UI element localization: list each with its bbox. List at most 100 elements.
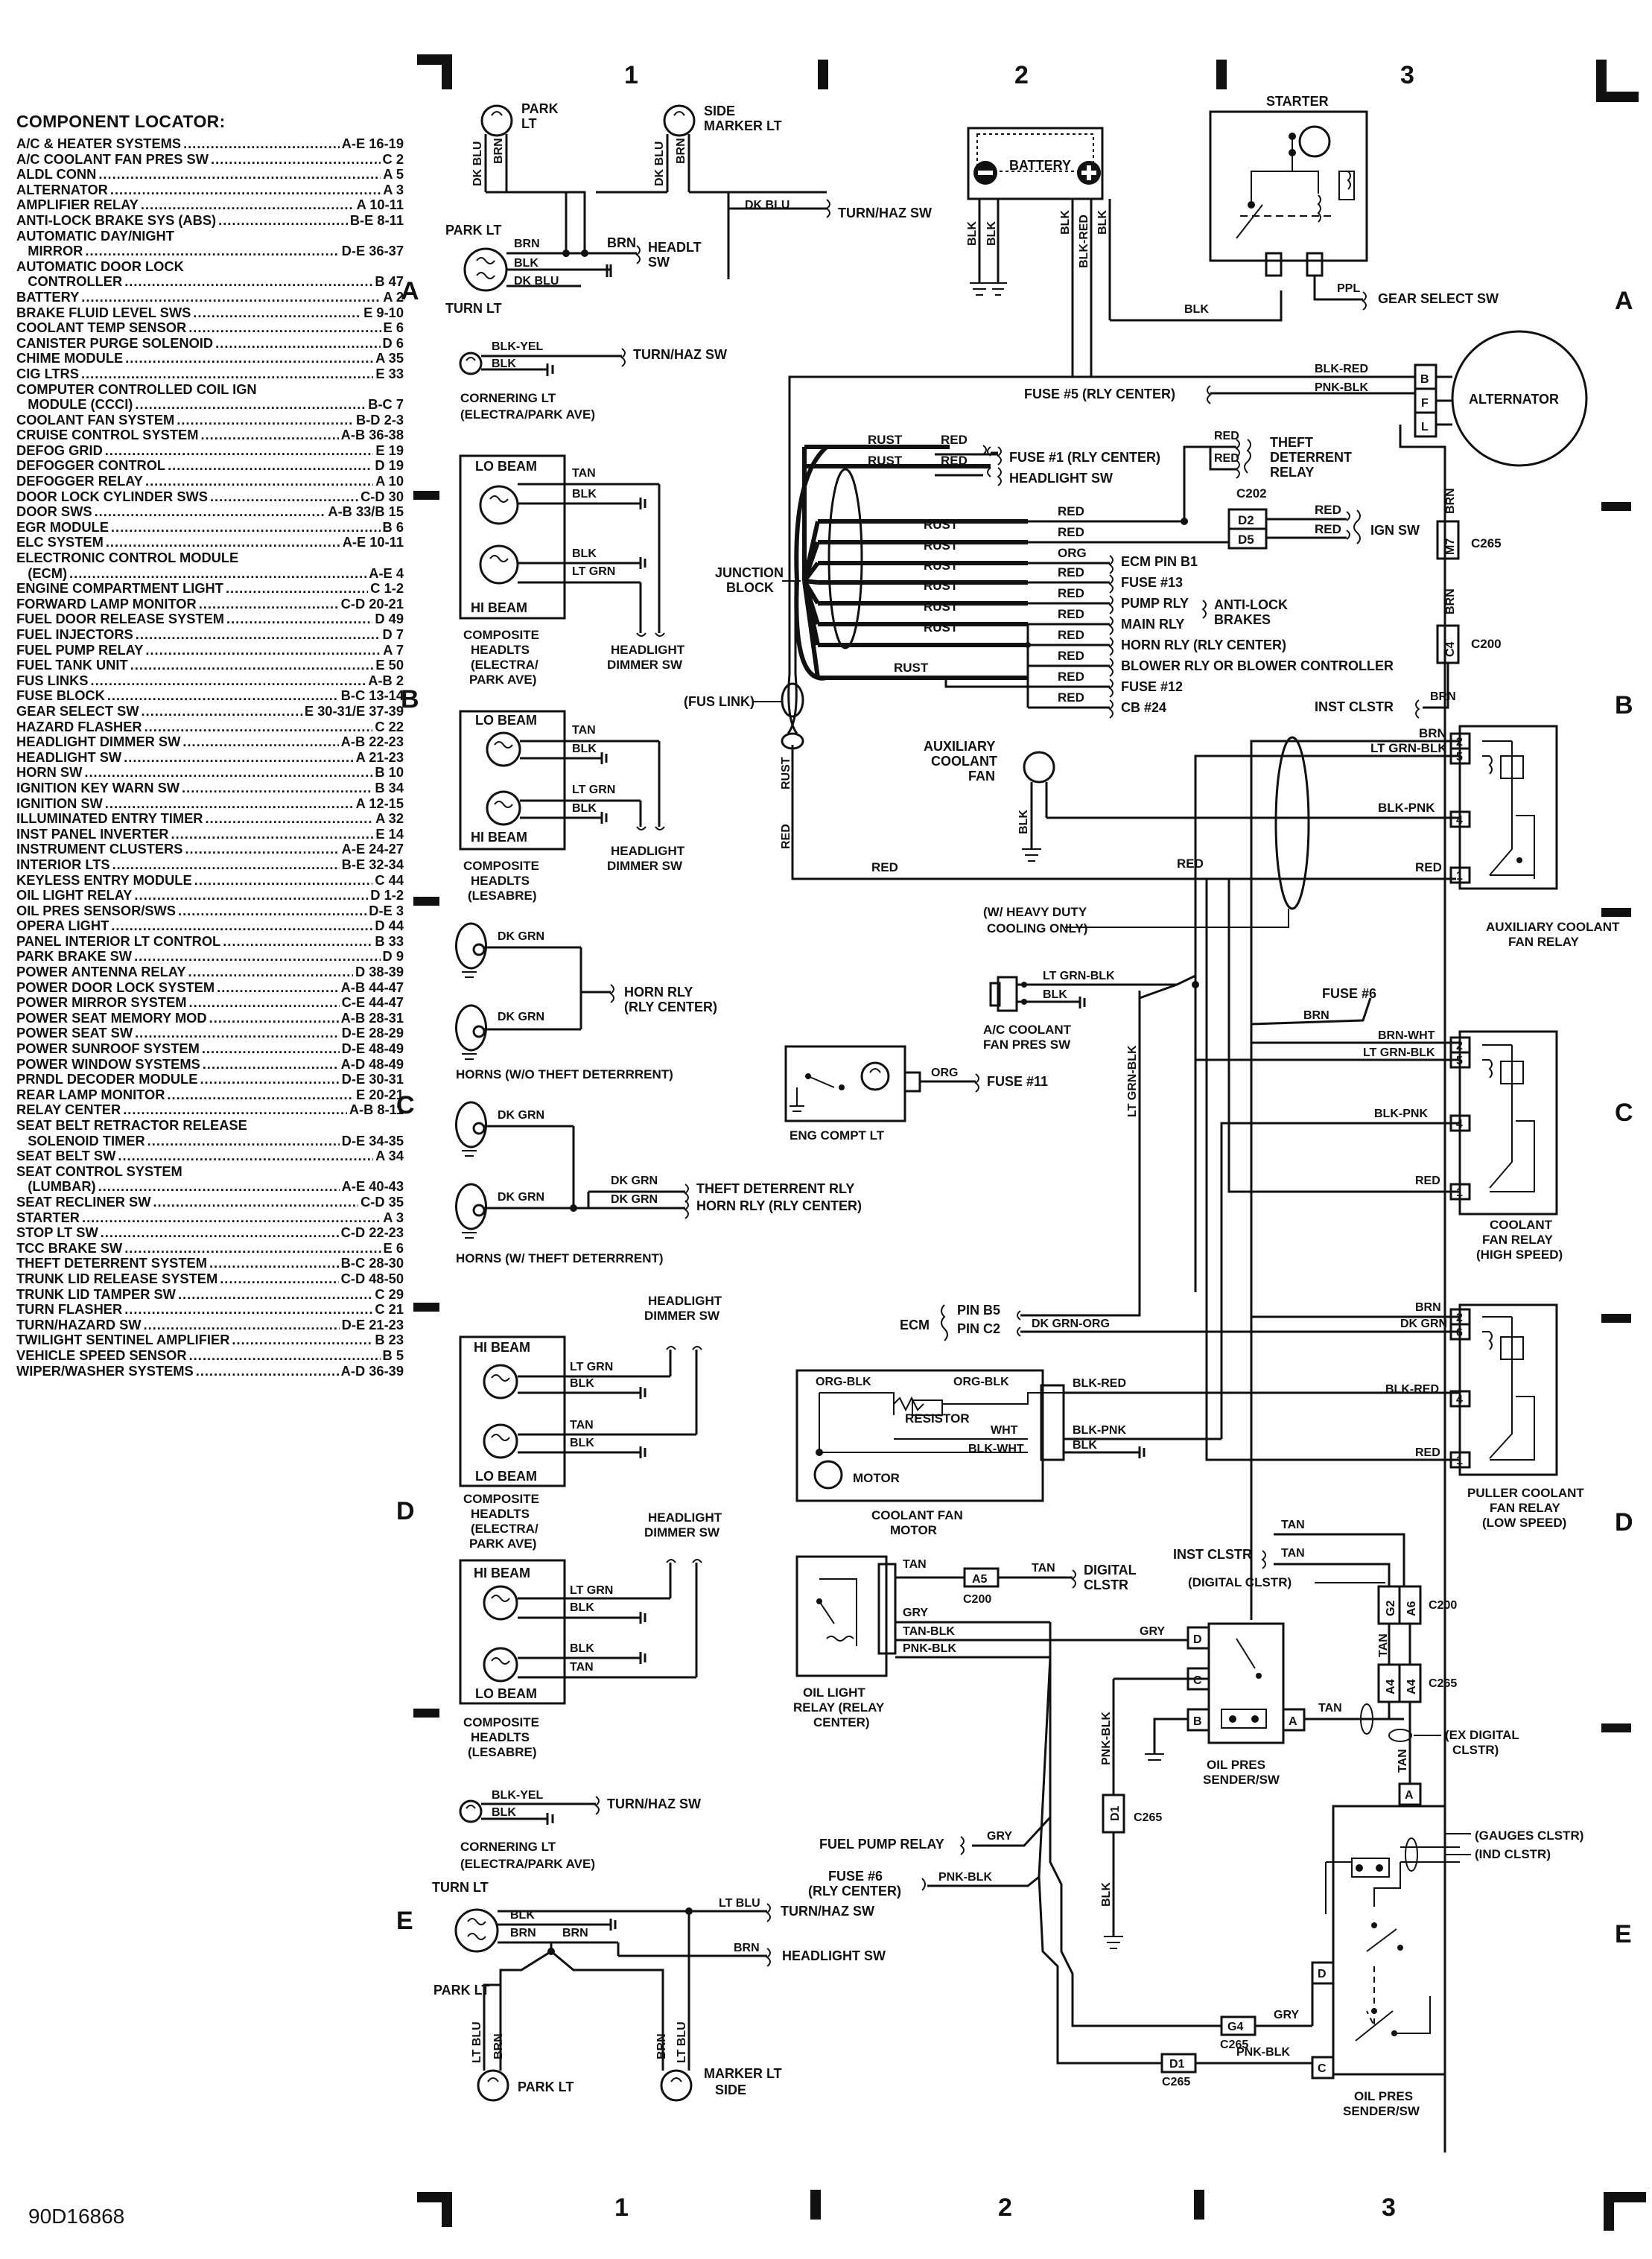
svg-text:BLK: BLK — [1043, 988, 1067, 1001]
svg-text:DIMMER SW: DIMMER SW — [644, 1309, 720, 1323]
locator-row: SEAT CONTROL SYSTEM — [16, 1163, 404, 1180]
svg-text:C265: C265 — [1162, 2076, 1190, 2088]
svg-text:GRY: GRY — [1140, 1625, 1165, 1638]
svg-text:C265: C265 — [1429, 1677, 1457, 1690]
locator-grid-code: E 6 — [383, 1239, 404, 1256]
svg-text:TAN: TAN — [572, 724, 596, 737]
locator-component-name: PRNDL DECODER MODULE — [16, 1071, 198, 1087]
svg-text:OIL LIGHT: OIL LIGHT — [803, 1685, 865, 1700]
svg-text:HI BEAM: HI BEAM — [474, 1340, 530, 1355]
figure-id: 90D16868 — [28, 2205, 125, 2228]
svg-text:DK GRN: DK GRN — [498, 1011, 544, 1023]
locator-grid-code: A-B 22-23 — [340, 734, 404, 750]
svg-text:A4: A4 — [1385, 1679, 1397, 1694]
locator-grid-code: A 10-11 — [356, 197, 404, 213]
svg-text:LT GRN: LT GRN — [570, 1584, 613, 1597]
locator-grid-code: D-E 36-37 — [341, 243, 404, 259]
locator-component-name: CHIME MODULE — [16, 350, 124, 366]
row-label-d-right: D — [1615, 1508, 1633, 1537]
svg-text:RUST: RUST — [924, 600, 959, 614]
locator-row: FUEL INJECTORSD 7 — [16, 626, 404, 643]
svg-text:PNK-BLK: PNK-BLK — [1236, 2046, 1290, 2059]
grid-frame: 1 2 3 1 2 3 A B C D E A B C D E — [396, 54, 1646, 2231]
svg-text:C265: C265 — [1220, 2039, 1248, 2051]
locator-component-name: CONTROLLER — [16, 273, 123, 290]
svg-text:THEFT DETERRENT RLY: THEFT DETERRENT RLY — [696, 1181, 854, 1196]
svg-text:(LOW SPEED): (LOW SPEED) — [1482, 1516, 1566, 1530]
front-lamps-bottom: BLK-YEL BLK TURN/HAZ SW CORNERING LT (EL… — [432, 1789, 886, 2102]
locator-component-name: IGNITION SW — [16, 795, 103, 811]
locator-row: SEAT BELT RETRACTOR RELEASE — [16, 1117, 404, 1134]
locator-component-name: SEAT BELT RETRACTOR RELEASE — [16, 1117, 247, 1133]
svg-text:G4: G4 — [1227, 2021, 1243, 2033]
svg-text:ORG-BLK: ORG-BLK — [953, 1376, 1009, 1388]
turn-haz-sw-label-b: TURN/HAZ SW — [633, 347, 727, 362]
svg-text:C265: C265 — [1471, 536, 1502, 550]
locator-grid-code: C 22 — [375, 718, 404, 734]
locator-grid-code: D 7 — [382, 626, 404, 642]
col-label-2-top: 2 — [1014, 61, 1029, 89]
locator-row: THEFT DETERRENT SYSTEMB-C 28-30 — [16, 1256, 404, 1271]
svg-text:BLK-WHT: BLK-WHT — [968, 1443, 1024, 1455]
svg-text:(EX DIGITAL: (EX DIGITAL — [1445, 1728, 1519, 1742]
locator-grid-code: D 49 — [375, 611, 404, 627]
locator-component-name: CANISTER PURGE SOLENOID — [16, 334, 214, 351]
locator-row: TCC BRAKE SWE 6 — [16, 1239, 404, 1256]
locator-grid-code: E 30-31/E 37-39 — [304, 702, 404, 719]
svg-text:G2: G2 — [1385, 1601, 1397, 1616]
locator-component-name: FORWARD LAMP MONITOR — [16, 595, 197, 611]
locator-row: COOLANT FAN SYSTEMB-D 2-3 — [16, 412, 404, 428]
svg-text:PNK-BLK: PNK-BLK — [1100, 1712, 1113, 1765]
svg-text:BRN: BRN — [1444, 588, 1457, 614]
locator-component-name: INSTRUMENT CLUSTERS — [16, 841, 183, 857]
svg-text:RED: RED — [780, 824, 792, 849]
locator-row: A/C COOLANT FAN PRES SWC 2 — [16, 151, 404, 168]
ac-coolant-fan-pres-sw: LT GRN-BLK BLK LT GRN-BLK A/C COOLANT FA… — [983, 970, 1199, 1296]
svg-text:A5: A5 — [972, 1573, 988, 1586]
locator-grid-code: A 10 — [375, 473, 404, 489]
locator-grid-code: D-E 48-49 — [341, 1040, 404, 1057]
locator-grid-code: A-B 44-47 — [340, 979, 404, 995]
svg-text:FUSE #13: FUSE #13 — [1121, 575, 1183, 590]
locator-component-name: MIRROR — [16, 243, 83, 259]
svg-text:RUST: RUST — [924, 620, 959, 635]
svg-text:RUST: RUST — [924, 559, 959, 573]
svg-text:HI BEAM: HI BEAM — [474, 1566, 530, 1580]
svg-text:ECM: ECM — [900, 1318, 930, 1332]
svg-text:SIDE: SIDE — [715, 2082, 746, 2097]
svg-text:D5: D5 — [1238, 533, 1254, 547]
cornering-lt-label: CORNERING LT — [460, 391, 556, 405]
svg-text:PIN C2: PIN C2 — [957, 1321, 1000, 1336]
svg-text:BLK: BLK — [514, 257, 539, 270]
svg-text:THEFT: THEFT — [1270, 435, 1313, 450]
svg-text:DK BLU: DK BLU — [471, 142, 484, 186]
svg-text:HORNS (W/ THEFT DETERRRENT): HORNS (W/ THEFT DETERRRENT) — [456, 1251, 664, 1265]
svg-text:GRY: GRY — [903, 1607, 928, 1619]
locator-component-name: MODULE (CCCI) — [16, 396, 133, 413]
locator-row: CANISTER PURGE SOLENOIDD 6 — [16, 334, 404, 352]
svg-text:IGN SW: IGN SW — [1370, 523, 1420, 538]
svg-text:DK GRN: DK GRN — [1400, 1318, 1447, 1330]
locator-grid-code: E 14 — [375, 825, 404, 842]
svg-text:PPL: PPL — [1337, 282, 1360, 295]
svg-text:A: A — [1405, 1789, 1414, 1802]
locator-row: POWER SUNROOF SYSTEMD-E 48-49 — [16, 1040, 404, 1057]
locator-component-name: HEADLIGHT SW — [16, 749, 122, 765]
svg-text:INST CLSTR: INST CLSTR — [1315, 699, 1394, 714]
locator-grid-code: B 33 — [375, 932, 404, 949]
svg-text:LO BEAM: LO BEAM — [475, 459, 537, 474]
locator-grid-code: B 47 — [375, 273, 404, 290]
oil-light-relay: TAN GRY TAN-BLK PNK-BLK A5 C200 TAN DIGI… — [793, 1519, 1519, 2065]
alternator: ALTERNATOR B F L BLK-RED PNK-BLK FUSE #5… — [788, 330, 1588, 2152]
locator-grid-code: A 5 — [383, 166, 404, 182]
svg-text:LT GRN-BLK: LT GRN-BLK — [1363, 1046, 1435, 1059]
locator-title: COMPONENT LOCATOR: — [16, 112, 226, 131]
svg-text:GEAR SELECT SW: GEAR SELECT SW — [1378, 291, 1499, 306]
puller-coolant-fan-relay: ECM PIN B5 PIN C2 DK GRN-ORG DK GRN BRN … — [900, 879, 1584, 1530]
svg-text:FUSE #12: FUSE #12 — [1121, 679, 1183, 694]
svg-text:(RLY CENTER): (RLY CENTER) — [624, 1000, 717, 1014]
svg-text:GRY: GRY — [987, 1830, 1012, 1843]
col-label-2-bottom: 2 — [998, 2193, 1012, 2222]
locator-row: ALDL CONNA 5 — [16, 167, 404, 182]
locator-component-name: DOOR SWS — [16, 503, 92, 520]
